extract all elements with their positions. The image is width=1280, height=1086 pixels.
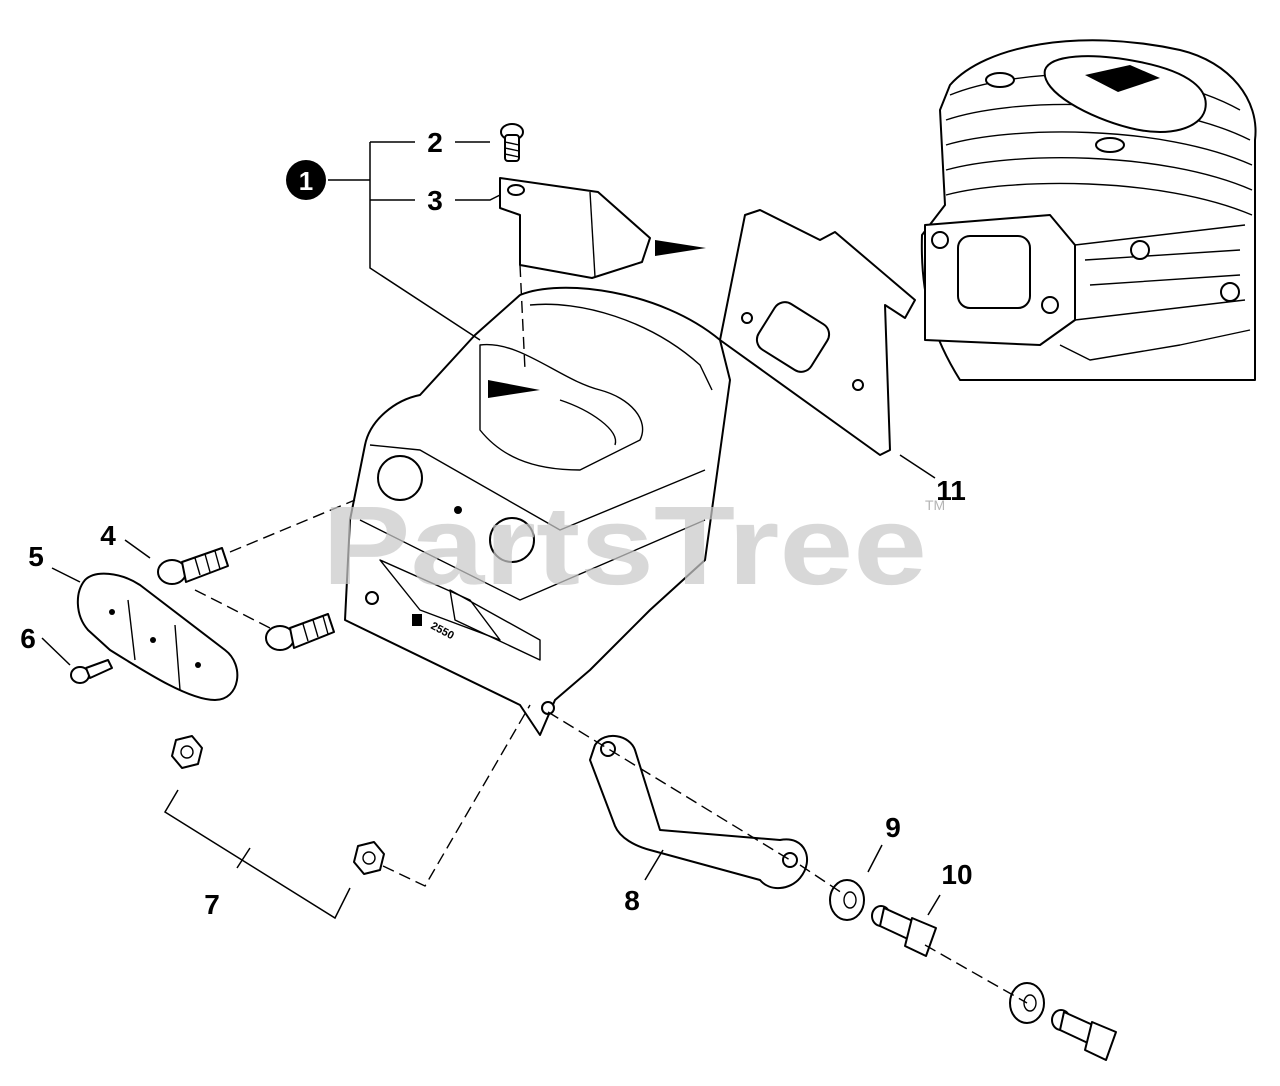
small-screw-part: [70, 659, 113, 684]
watermark: PartsTree TM: [322, 483, 945, 608]
cylinder-part: [920, 39, 1257, 381]
spark-screen-part: [76, 572, 239, 701]
callout-1: 1: [286, 160, 326, 200]
callout-5: 5: [28, 541, 44, 572]
callout-2: 2: [427, 127, 443, 158]
callout-9: 9: [885, 812, 901, 843]
nut-upper-part: [171, 735, 203, 769]
arrow-to-gasket: [655, 240, 706, 256]
screw-part: [500, 123, 524, 162]
nut-lower-part: [353, 841, 385, 875]
arrow-to-muffler: [488, 380, 540, 398]
stud-lower-part: [1051, 1009, 1117, 1061]
heat-shield-part: [499, 177, 651, 279]
callout-8: 8: [624, 885, 640, 916]
gasket-plate-part: [719, 209, 916, 456]
callout-6: 6: [20, 623, 36, 654]
callout-3: 3: [427, 185, 443, 216]
watermark-text: PartsTree: [322, 483, 927, 608]
leader-lines: [41, 141, 941, 920]
callout-11: 11: [936, 475, 966, 506]
bolt-upper-part: [157, 547, 229, 585]
callout-10: 10: [941, 859, 972, 890]
watermark-trademark: TM: [925, 497, 945, 513]
washer-upper-part: [829, 879, 865, 921]
assembly-lines: [194, 264, 1028, 1004]
svg-text:1: 1: [299, 166, 313, 196]
support-bracket-part: [589, 735, 809, 889]
callout-4: 4: [100, 520, 116, 551]
callout-7: 7: [204, 889, 220, 920]
stud-upper-part: [871, 905, 937, 957]
bolt-lower-part: [265, 613, 335, 651]
muffler-body-part: 2550: [344, 286, 731, 736]
